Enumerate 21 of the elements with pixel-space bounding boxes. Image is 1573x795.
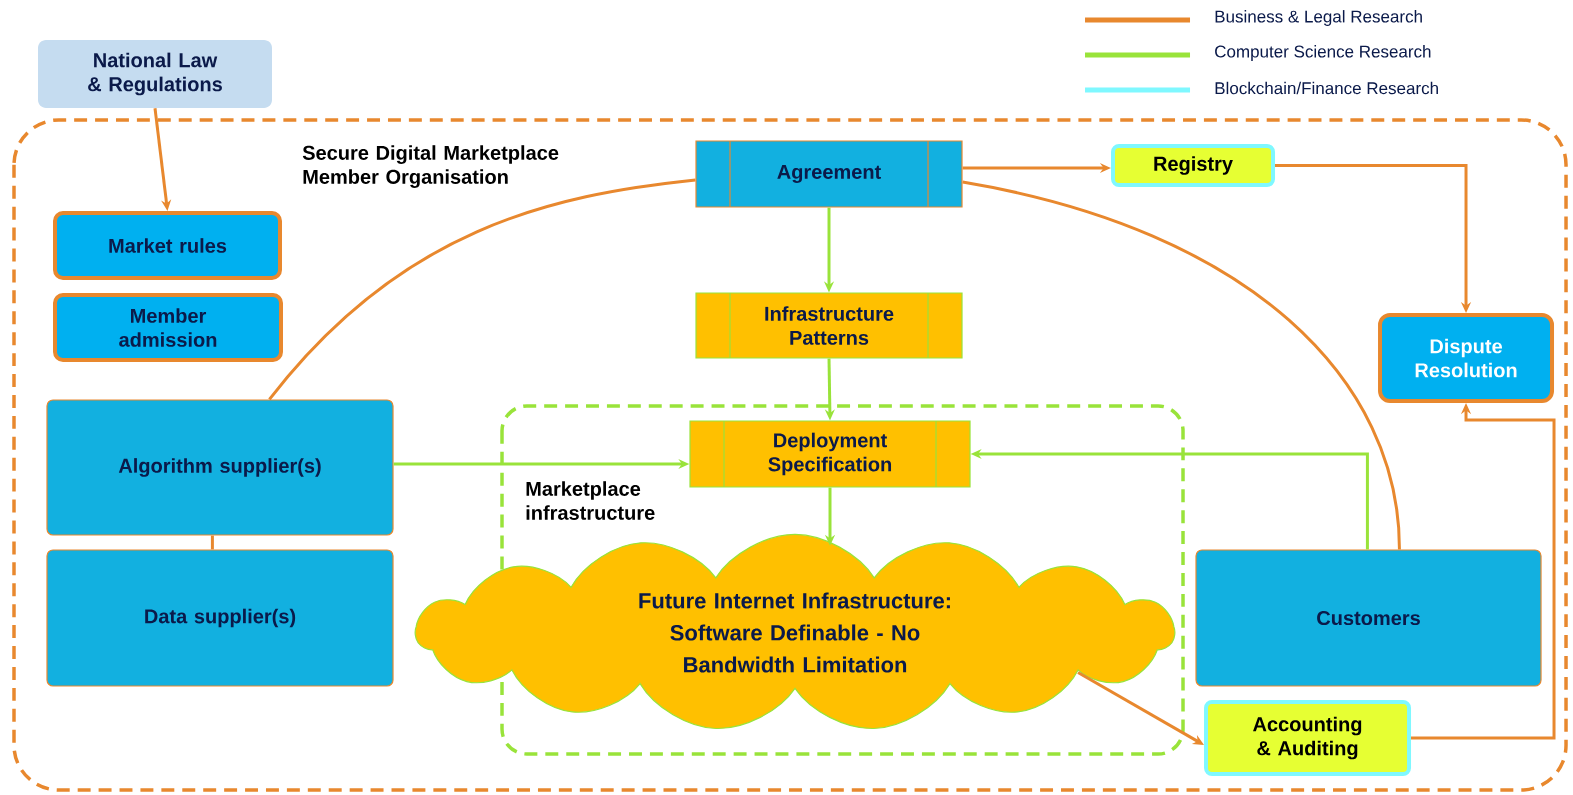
- party-box: Data supplier(s): [46, 549, 394, 687]
- resolution-box: Dispute Resolution: [1378, 313, 1554, 403]
- legend-text: Computer Science Research: [1215, 45, 1431, 61]
- connector: [210, 535, 214, 550]
- infrastructure-frame: [500, 404, 1185, 756]
- legend-text: Business & Legal Research: [1215, 10, 1422, 26]
- connector: [962, 180, 1401, 550]
- legend-text: Blockchain/Finance Research: [1215, 81, 1438, 95]
- party-box: Algorithm supplier(s): [46, 399, 394, 536]
- pattern-box: Infrastructure Patterns: [695, 292, 963, 359]
- connector: [268, 178, 696, 401]
- law-box: National Law & Regulations: [38, 40, 272, 108]
- service-box: Registry: [1111, 144, 1275, 187]
- frame-title: Secure Digital Marketplace Member Organisation: [302, 145, 559, 188]
- service-box: Accounting & Auditing: [1204, 700, 1411, 776]
- party-box: Customers: [1195, 549, 1542, 687]
- specification-box: Deployment Specification: [689, 420, 971, 488]
- frame-title: Marketplace infrastructure: [526, 481, 655, 520]
- infrastructure-cloud: Future Internet Infrastructure: Software Definable - No Bandwidth Limitation: [414, 533, 1176, 730]
- agreement-box: Agreement: [695, 140, 963, 208]
- organisation-frame: [12, 118, 1568, 792]
